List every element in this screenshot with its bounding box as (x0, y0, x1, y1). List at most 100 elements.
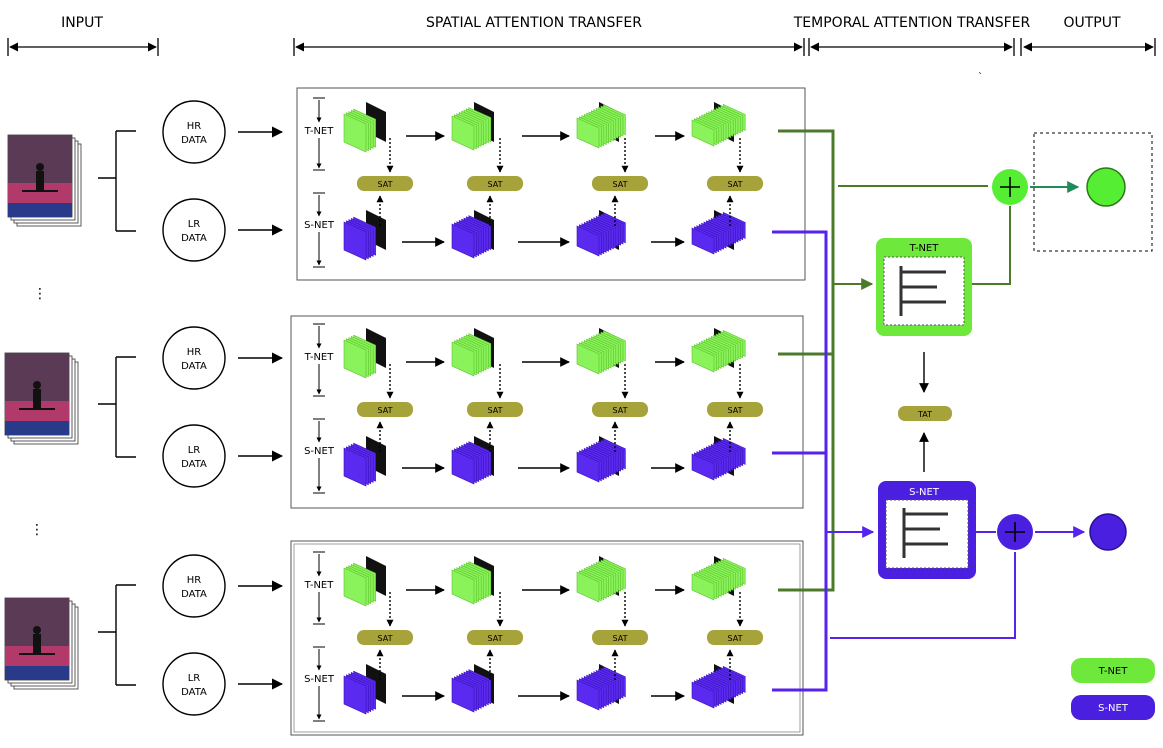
sat-label: SAT (378, 406, 393, 415)
temporal-t-net-label: T-NET (909, 243, 940, 254)
side-label-t_net: T-NET (304, 126, 335, 137)
hr-label-1: HR (187, 121, 202, 132)
lr-label-1: LR (188, 673, 201, 684)
header-spatial: SPATIAL ATTENTION TRANSFER (426, 15, 642, 31)
plus-icon (1000, 177, 1020, 197)
s-net-feature-stack (343, 436, 386, 487)
row-panel (290, 540, 804, 736)
t-net-feature-stack (576, 328, 626, 375)
sat-pill (357, 176, 413, 191)
sat-pill (467, 630, 523, 645)
hr-label-1: HR (187, 575, 202, 586)
lr-label-1: LR (188, 219, 201, 230)
sat-pill (592, 176, 648, 191)
s-net-feature-stack (451, 664, 494, 713)
header-span-arrows (7, 38, 1156, 56)
tat-pill (898, 406, 952, 421)
s-net-feature-stack (576, 210, 626, 257)
legend-t-net-swatch (1071, 658, 1155, 683)
hr-label-2: DATA (181, 361, 207, 372)
sat-pill (707, 402, 763, 417)
hr-data-node: HR DATA (162, 100, 226, 164)
s-net-feature-stack (691, 664, 746, 709)
s-net-feature-stack (451, 210, 494, 259)
sat-label: SAT (488, 406, 503, 415)
sat-label: SAT (728, 634, 743, 643)
hr-data-node: HR DATA (162, 554, 226, 618)
row-panel (296, 87, 806, 281)
lr-label-1: LR (188, 445, 201, 456)
spatial-row: HR DATA LR DATA T-NET S-NET SAT SAT SAT SAT (7, 87, 806, 281)
ellipsis-1: ⋮ (33, 286, 47, 302)
t-net-feature-stack (451, 102, 494, 151)
sat-pill (357, 402, 413, 417)
s-net-feature-stack (576, 664, 626, 711)
t-net-feature-stack (691, 102, 746, 147)
side-label-t_net: T-NET (304, 580, 335, 591)
t-net-feature-stack (691, 556, 746, 601)
temporal-t-net-to-plus (972, 206, 1011, 285)
sat-label: SAT (378, 180, 393, 189)
s-net-routing (772, 230, 828, 692)
t-net-feature-stack (691, 328, 746, 373)
sat-label: SAT (613, 180, 628, 189)
sat-pill (467, 176, 523, 191)
output-box (1033, 132, 1153, 252)
side-label-s_net: S-NET (304, 674, 335, 685)
t-net-feature-stack (343, 102, 386, 153)
stray-backtick: ` (978, 71, 983, 83)
tat-label: TAT (917, 410, 932, 419)
side-label-t_net: T-NET (304, 352, 335, 363)
hr-label-2: DATA (181, 589, 207, 600)
output-s-net-node (1089, 513, 1127, 551)
s-net-feature-stack (691, 210, 746, 255)
t-net-feature-stack (343, 556, 386, 607)
sat-pill (592, 630, 648, 645)
ellipsis-2: ⋮ (30, 522, 44, 538)
lr-data-node: LR DATA (162, 424, 226, 488)
sat-label: SAT (378, 634, 393, 643)
legend-s-net-swatch (1071, 695, 1155, 720)
hr-label-2: DATA (181, 135, 207, 146)
sat-label: SAT (613, 406, 628, 415)
sat-label: SAT (488, 634, 503, 643)
header-input: INPUT (61, 15, 103, 31)
side-label-s_net: S-NET (304, 446, 335, 457)
temporal-t-net-block: T-NET (876, 238, 972, 336)
t-net-feature-stack (576, 556, 626, 603)
temporal-s-net-label: S-NET (909, 487, 940, 498)
video-frames-icon (4, 352, 79, 445)
t-net-feature-stack (451, 556, 494, 605)
t-net-feature-stack (343, 328, 386, 379)
hr-data-node: HR DATA (162, 326, 226, 390)
hr-label-1: HR (187, 347, 202, 358)
side-label-s_net: S-NET (304, 220, 335, 231)
header-output: OUTPUT (1063, 15, 1121, 31)
spatial-row: HR DATA LR DATA T-NET S-NET SAT SAT SAT SAT (4, 315, 804, 509)
s-net-feature-stack (576, 436, 626, 483)
lr-label-2: DATA (181, 233, 207, 244)
lr-label-2: DATA (181, 459, 207, 470)
t-net-routing (778, 129, 835, 592)
temporal-s-net-block: S-NET (878, 481, 976, 579)
sat-label: SAT (728, 406, 743, 415)
sat-label: SAT (728, 180, 743, 189)
video-frames-icon (4, 597, 79, 690)
t-net-feature-stack (576, 102, 626, 149)
output-t-net-node (1086, 167, 1126, 207)
sat-label: SAT (613, 634, 628, 643)
header-temporal: TEMPORAL ATTENTION TRANSFER (793, 15, 1031, 31)
sat-label: SAT (488, 180, 503, 189)
lr-data-node: LR DATA (162, 198, 226, 262)
sat-pill (707, 630, 763, 645)
s-net-feature-stack (343, 664, 386, 715)
spatial-rows: HR DATA LR DATA T-NET S-NET SAT SAT SAT SAT HR DATA… (4, 87, 806, 736)
s-net-feature-stack (451, 436, 494, 485)
sat-pill (707, 176, 763, 191)
plus-icon (1005, 522, 1025, 542)
legend-t-net-label: T-NET (1098, 666, 1129, 677)
sat-pill (592, 402, 648, 417)
sat-pill (357, 630, 413, 645)
